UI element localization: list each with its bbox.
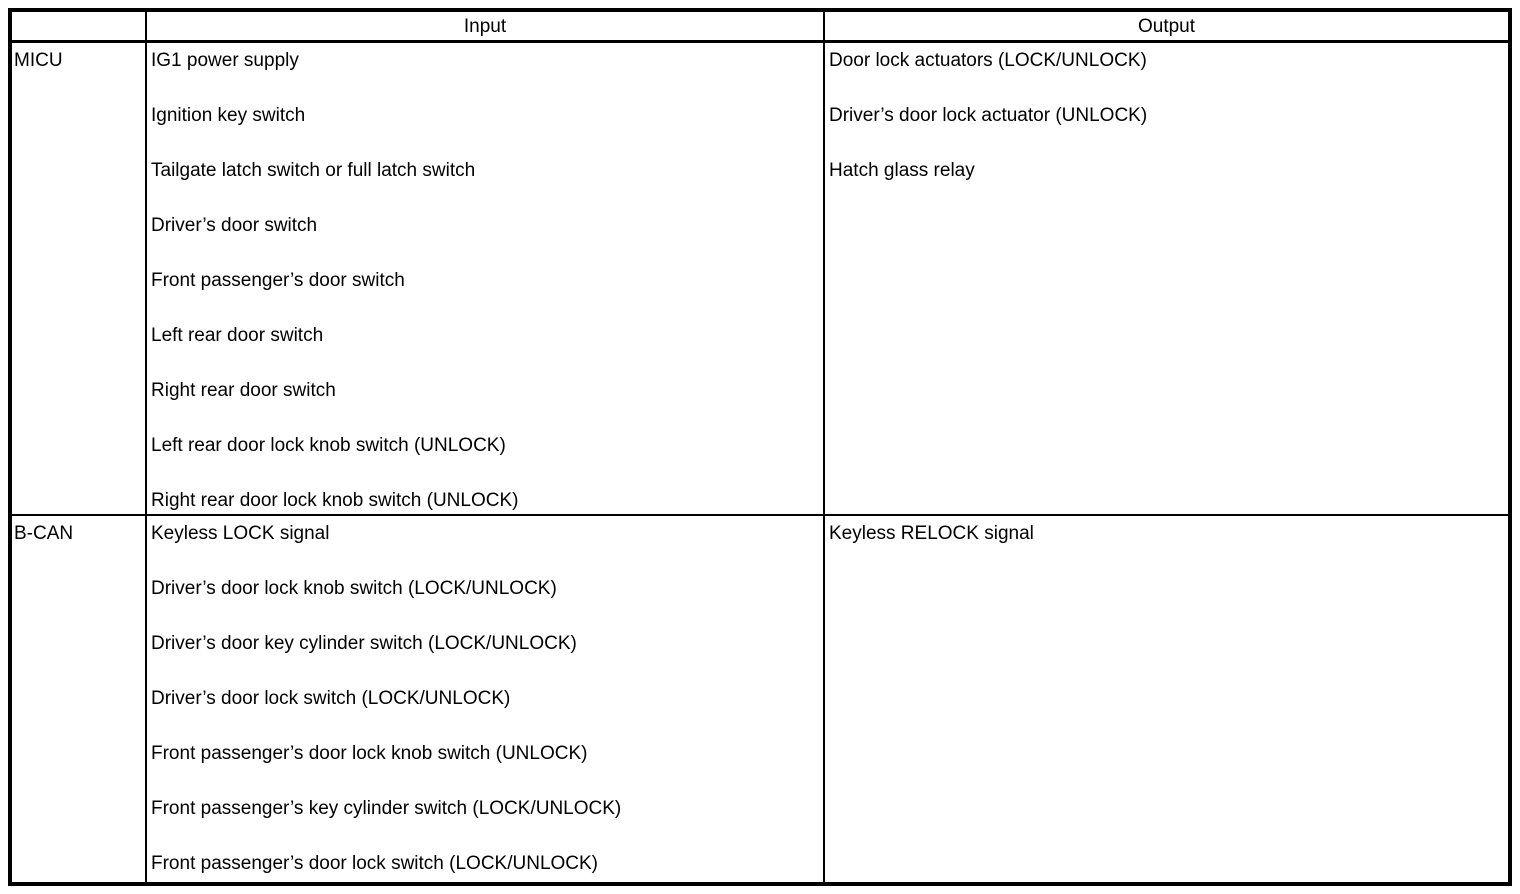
list-item: IG1 power supply xyxy=(151,50,299,71)
list-item: Driver’s door lock knob switch (LOCK/UNL… xyxy=(151,578,557,599)
row-header-bcan: B-CAN xyxy=(14,523,74,544)
list-item: Tailgate latch switch or full latch swit… xyxy=(151,160,476,181)
micu-output-cell: Door lock actuators (LOCK/UNLOCK) Driver’… xyxy=(823,43,1508,516)
header-cell-output: Output xyxy=(823,12,1508,43)
header-cell-input: Input xyxy=(145,12,823,43)
row-header-micu: MICU xyxy=(12,43,145,516)
list-item: Keyless RELOCK signal xyxy=(829,523,1034,544)
list-item: Door lock actuators (LOCK/UNLOCK) xyxy=(829,50,1147,71)
list-item: Right rear door switch xyxy=(151,380,336,401)
list-item: Driver’s door switch xyxy=(151,215,318,236)
list-item: Front passenger’s door lock switch (LOCK… xyxy=(151,853,599,874)
list-item: Left rear door lock knob switch (UNLOCK) xyxy=(151,435,506,456)
bcan-output-cell: Keyless RELOCK signal xyxy=(823,516,1508,882)
list-item: Keyless LOCK signal xyxy=(151,523,330,544)
list-item: Front passenger’s door lock knob switch … xyxy=(151,743,588,764)
list-item: Front passenger’s key cylinder switch (L… xyxy=(151,798,622,819)
list-item: Driver’s door key cylinder switch (LOCK/… xyxy=(151,633,577,654)
list-item: Driver’s door lock actuator (UNLOCK) xyxy=(829,105,1148,126)
header-cell-source xyxy=(12,12,145,43)
list-item: Ignition key switch xyxy=(151,105,306,126)
list-item: Right rear door lock knob switch (UNLOCK… xyxy=(151,490,519,511)
list-item: Left rear door switch xyxy=(151,325,324,346)
list-item: Front passenger’s door switch xyxy=(151,270,405,291)
list-item: Hatch glass relay xyxy=(829,160,975,181)
list-item: Driver’s door lock switch (LOCK/UNLOCK) xyxy=(151,688,511,709)
